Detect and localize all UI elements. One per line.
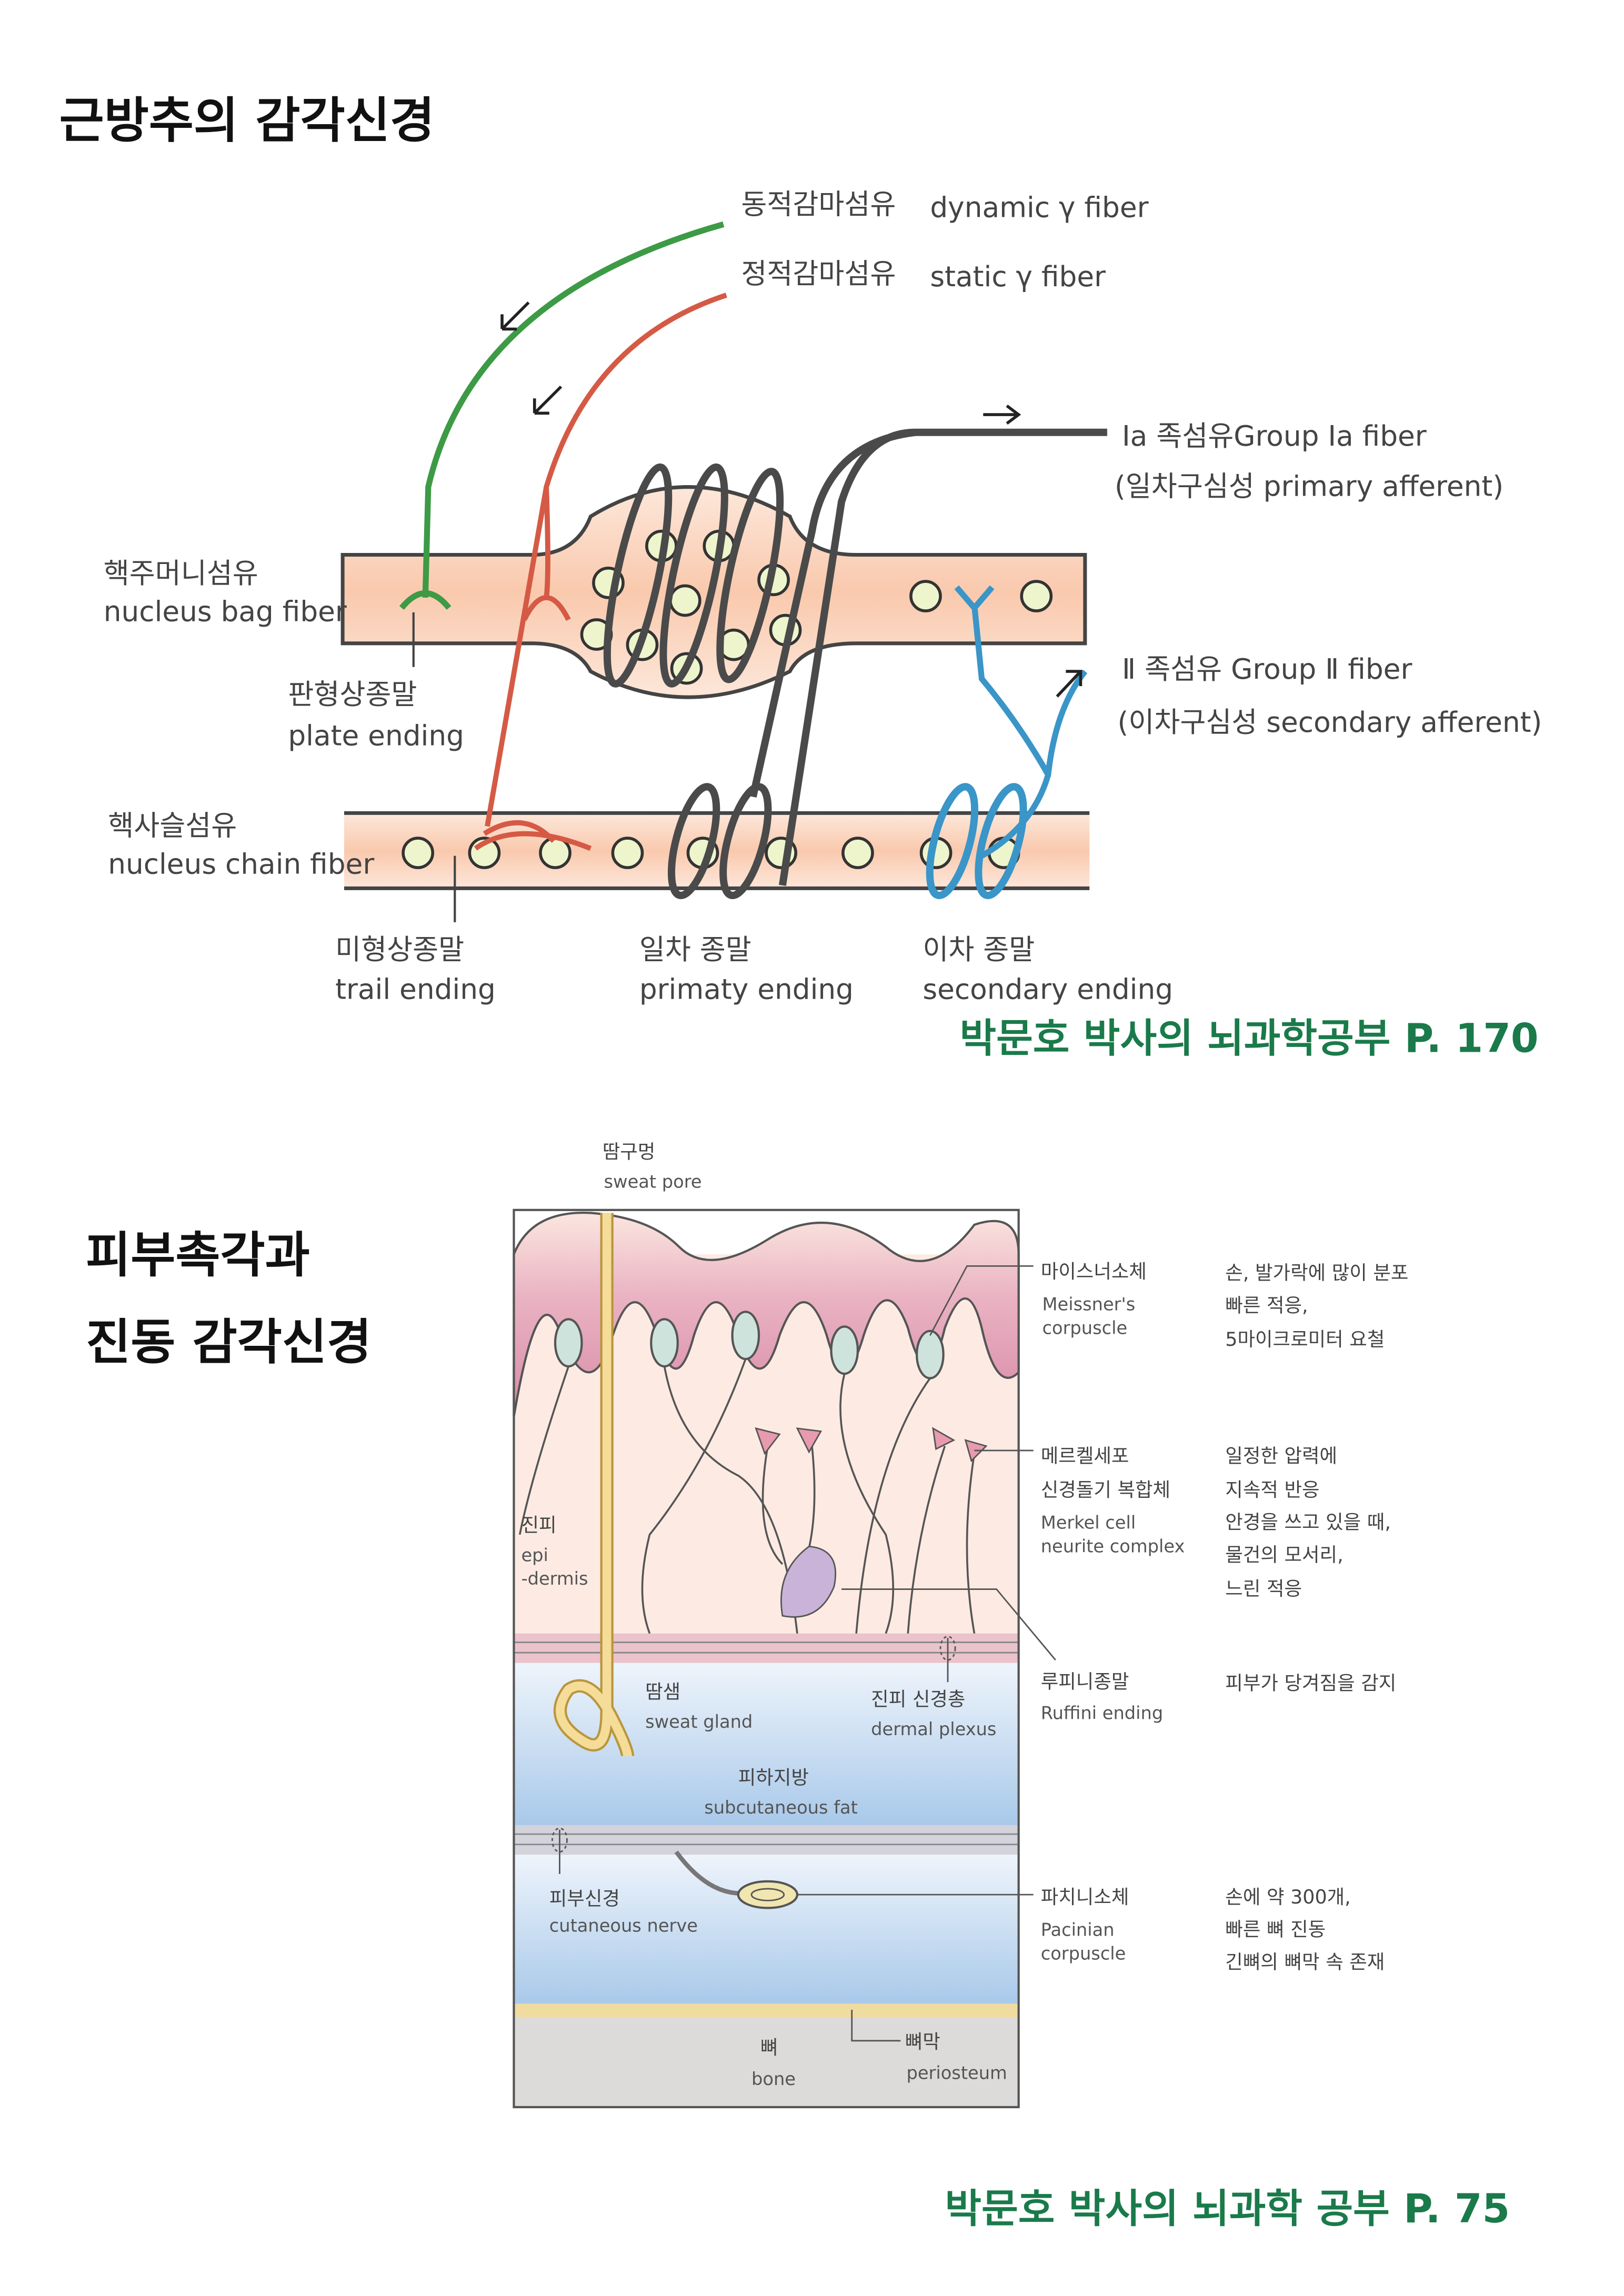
subcutaneous-fat-label-en: subcutaneous fat xyxy=(704,1797,858,1818)
epidermis-label-en1: epi xyxy=(521,1545,548,1565)
receptor-desc: 느린 적응 xyxy=(1225,1577,1302,1600)
secondary-ending-label-en: secondary ending xyxy=(923,973,1173,1006)
receptor-name-en: neurite complex xyxy=(1041,1536,1185,1556)
receptor-desc: 피부가 당겨짐을 감지 xyxy=(1225,1671,1396,1694)
secondary-ending-label-ko: 이차 종말 xyxy=(923,933,1035,966)
bag-fiber-label-ko: 핵주머니섬유 xyxy=(104,557,258,590)
group-ia-label: Ⅰa 족섬유Group Ⅰa fiber xyxy=(1122,420,1427,452)
group-ii-label: Ⅱ 족섬유 Group Ⅱ fiber xyxy=(1122,653,1412,686)
static-gamma-label-en: static γ fiber xyxy=(930,260,1106,293)
receptor-ruffini: 루피니종말 Ruffini ending 피부가 당겨짐을 감지 xyxy=(1041,1670,1397,1723)
leader-lines xyxy=(412,612,456,922)
chain-fiber-label-en: nucleus chain fiber xyxy=(108,848,374,880)
bone-label-en: bone xyxy=(751,2069,796,2089)
periosteum-label-en: periosteum xyxy=(906,2063,1007,2083)
cutaneous-nerve-label-en: cutaneous nerve xyxy=(549,1915,698,1936)
receptor-name-en: Merkel cell xyxy=(1041,1513,1136,1533)
group-ia-fiber xyxy=(749,428,1107,886)
primary-ending-label-ko: 일차 종말 xyxy=(639,933,751,966)
spindle-citation: 박문호 박사의 뇌과학공부 P. 170 xyxy=(959,1015,1538,1062)
skin-title-line1: 피부촉각과 xyxy=(86,1227,310,1284)
receptor-pacinian: 파치니소체 Pacinian corpuscle 손에 약 300개, 빠른 뼈… xyxy=(1041,1886,1385,1973)
receptor-desc: 손에 약 300개, xyxy=(1225,1886,1350,1908)
dynamic-gamma-fiber xyxy=(399,221,725,610)
sweat-gland-label-en: sweat gland xyxy=(645,1711,753,1732)
sweat-pore-label-ko: 땀구멍 xyxy=(603,1141,656,1163)
bone-label-ko: 뼈 xyxy=(760,2036,778,2059)
nerve-fibers xyxy=(518,1358,976,1634)
epidermis-label-ko: 진피 xyxy=(521,1514,556,1536)
cutaneous-nerve-label-ko: 피부신경 xyxy=(549,1887,620,1910)
primary-ending-label-en: primaty ending xyxy=(639,973,854,1006)
receptor-desc: 빠른 뼈 진동 xyxy=(1225,1918,1326,1941)
sweat-gland xyxy=(554,1213,635,1757)
epidermis-label-en2: -dermis xyxy=(521,1568,588,1589)
receptor-name-ko: 파치니소체 xyxy=(1041,1886,1129,1908)
group-ii-fiber xyxy=(954,585,1088,859)
skin-citation: 박문호 박사의 뇌과학 공부 P. 75 xyxy=(945,2186,1510,2232)
receptor-desc: 손, 발가락에 많이 분포 xyxy=(1225,1262,1408,1284)
ruffini-ending xyxy=(780,1545,837,1618)
static-gamma-label-ko: 정적감마섬유 xyxy=(741,257,896,290)
chain-fiber-label-ko: 핵사슬섬유 xyxy=(108,809,237,842)
receptor-desc: 5마이크로미터 요철 xyxy=(1225,1328,1385,1351)
dermal-plexus-label-ko: 진피 신경총 xyxy=(871,1688,965,1710)
skin-title-line2: 진동 감각신경 xyxy=(86,1314,372,1371)
group-ia-sublabel: (일차구심성 primary afferent) xyxy=(1115,470,1503,502)
dermal-plexus-label-en: dermal plexus xyxy=(871,1719,996,1739)
receptor-name-en: Meissner's xyxy=(1042,1294,1136,1315)
spindle-title: 근방추의 감각신경 xyxy=(59,92,435,149)
direction-arrows xyxy=(500,301,1082,698)
plate-ending-label-en: plate ending xyxy=(288,719,464,752)
receptor-name-ko: 신경돌기 복합체 xyxy=(1041,1478,1170,1501)
receptor-name-en: Ruffini ending xyxy=(1041,1703,1163,1723)
skin-leader-lines xyxy=(551,1265,1056,2042)
secondary-ending-coils xyxy=(926,783,1027,899)
sweat-gland-label-ko: 땀샘 xyxy=(645,1680,680,1703)
receptor-meissner: 마이스너소체 Meissner's corpuscle 손, 발가락에 많이 분… xyxy=(1041,1260,1409,1351)
subcutaneous-fat-label-ko: 피하지방 xyxy=(738,1766,809,1789)
receptor-merkel: 메르켈세포 신경돌기 복합체 Merkel cell neurite compl… xyxy=(1041,1444,1391,1599)
primary-ending-coils xyxy=(603,463,784,899)
plate-ending-label-ko: 판형상종말 xyxy=(288,678,417,711)
trail-ending-label-ko: 미형상종말 xyxy=(335,933,464,966)
receptor-name-ko: 마이스너소체 xyxy=(1041,1260,1147,1283)
group-ii-sublabel: (이차구심성 secondary afferent) xyxy=(1118,706,1542,739)
sweat-pore-label-en: sweat pore xyxy=(604,1172,702,1192)
receptor-desc: 긴뼈의 뼈막 속 존재 xyxy=(1225,1950,1385,1973)
trail-ending-label-en: trail ending xyxy=(335,973,496,1006)
periosteum-label-ko: 뼈막 xyxy=(905,2030,940,2053)
bag-fiber-label-en: nucleus bag fiber xyxy=(104,596,347,628)
receptor-name-ko: 메르켈세포 xyxy=(1041,1444,1129,1467)
dynamic-gamma-label-en: dynamic γ fiber xyxy=(930,191,1148,224)
receptor-name-ko: 루피니종말 xyxy=(1041,1670,1129,1693)
receptor-desc: 일정한 압력에 xyxy=(1225,1444,1337,1467)
receptor-name-en: Pacinian xyxy=(1041,1920,1115,1940)
receptor-desc: 지속적 반응 xyxy=(1225,1478,1319,1501)
receptor-desc: 빠른 적응, xyxy=(1225,1294,1308,1316)
receptor-name-en: corpuscle xyxy=(1042,1317,1128,1338)
dynamic-gamma-label-ko: 동적감마섬유 xyxy=(741,188,896,221)
receptor-desc: 물건의 모서리, xyxy=(1225,1543,1343,1566)
receptor-name-en: corpuscle xyxy=(1041,1943,1126,1964)
pacinian-corpuscle xyxy=(674,1850,799,1909)
static-gamma-fiber xyxy=(474,293,727,851)
receptor-desc: 안경을 쓰고 있을 때, xyxy=(1225,1511,1391,1534)
